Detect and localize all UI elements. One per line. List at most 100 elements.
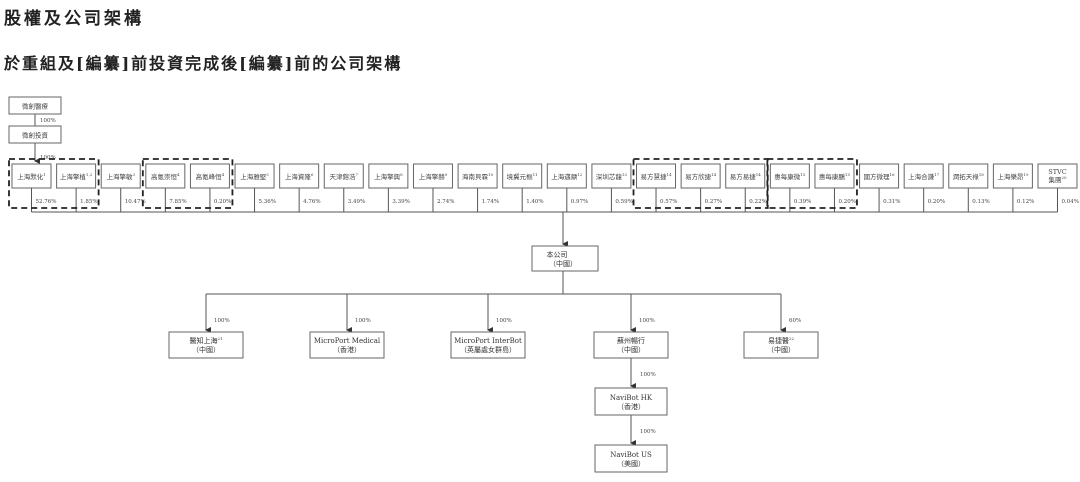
ownership-pct: 0.31%	[883, 199, 900, 205]
shareholder-name: 高氪峰恒4	[196, 172, 225, 181]
ownership-pct: 100%	[214, 318, 230, 324]
section-subtitle: 於重組及[編纂]前投資完成後[編纂]前的公司架構	[4, 54, 403, 73]
dashed-group-outline	[766, 158, 858, 209]
subsidiary-box	[168, 331, 244, 359]
shareholder-box	[279, 163, 320, 189]
subsidiary-name: MicroPort InterBot	[454, 337, 522, 345]
ownership-pct: 100%	[640, 372, 656, 378]
shareholder-name: 上海擎敏3	[106, 172, 135, 181]
ownership-pct: 4.76%	[303, 199, 320, 205]
parent-box-0	[8, 96, 62, 115]
shareholder-box	[368, 163, 409, 189]
company-box	[531, 245, 599, 272]
ownership-pct: 0.20%	[214, 199, 231, 205]
ownership-pct: 100%	[496, 318, 512, 324]
ownership-pct: 52.76%	[36, 199, 57, 205]
ownership-pct: 0.59%	[615, 199, 632, 205]
ownership-pct: 0.20%	[928, 199, 945, 205]
ownership-pct: 0.39%	[794, 199, 811, 205]
ownership-pct: 0.22%	[749, 199, 766, 205]
subsidiary-box	[594, 444, 668, 473]
ownership-pct: 0.20%	[838, 199, 855, 205]
subsidiary-name: 易捷醫22	[768, 336, 795, 345]
shareholder-box	[145, 163, 186, 189]
subsidiary-box	[594, 387, 668, 416]
subsidiary-name: NaviBot HK	[610, 394, 653, 402]
ownership-pct: 100%	[40, 118, 56, 124]
shareholder-name: 上海邁鼐12	[551, 172, 583, 181]
shareholder-name: 潤拓天祿18	[953, 172, 985, 181]
shareholder-box	[903, 163, 944, 189]
shareholder-box	[11, 163, 52, 189]
shareholder-name: 深圳芯龍13	[596, 172, 628, 181]
parent-box-1	[8, 125, 62, 144]
subsidiary-name: 蘇州暢行	[617, 336, 645, 345]
shareholder-name: 上海樂昂19	[997, 172, 1029, 181]
subsidiary-name: 醫知上海21	[189, 336, 222, 345]
subsidiary-region: （中國）	[617, 345, 645, 354]
shareholder-name: 海南貝霖10	[462, 172, 494, 181]
subsidiary-box	[309, 331, 385, 359]
shareholder-box	[502, 163, 543, 189]
ownership-pct: 0.13%	[972, 199, 989, 205]
subsidiary-box	[593, 331, 669, 359]
subsidiary-region: （英屬處女群島）	[460, 345, 516, 354]
shareholder-box	[948, 163, 989, 189]
shareholder-name: 境冀元樞11	[507, 172, 538, 181]
shareholder-box	[457, 163, 498, 189]
ownership-pct: 3.49%	[348, 199, 365, 205]
ownership-pct: 100%	[40, 155, 56, 161]
subsidiary-region: （美國）	[617, 459, 645, 468]
shareholder-name: 易方欣捷14	[685, 172, 717, 181]
shareholder-name: 集團20	[1048, 175, 1067, 184]
subsidiary-region: （中國）	[767, 345, 795, 354]
shareholder-box	[725, 163, 766, 189]
subsidiary-region: （香港）	[617, 402, 645, 411]
subsidiary-box	[743, 331, 819, 359]
dashed-group-outline	[141, 158, 234, 209]
subsidiary-name: NaviBot US	[610, 451, 652, 459]
shareholder-name: 天津鎔浩7	[329, 172, 358, 181]
subsidiary-region: （中國）	[192, 345, 220, 354]
ownership-pct: 100%	[640, 429, 656, 435]
ownership-pct: 5.36%	[259, 199, 276, 205]
shareholder-name: 上海默化1	[17, 172, 46, 181]
ownership-pct: 1.74%	[482, 199, 499, 205]
ownership-pct: 60%	[789, 318, 801, 324]
shareholder-box	[859, 163, 900, 189]
shareholder-box	[636, 163, 677, 189]
ownership-pct: 0.04%	[1062, 199, 1079, 205]
shareholder-name: 上海資隆6	[285, 172, 314, 181]
dashed-group-outline	[8, 158, 100, 209]
ownership-pct: 2.74%	[437, 199, 454, 205]
shareholder-name: 易方慧捷14	[640, 172, 672, 181]
shareholder-name: 上海合謙17	[908, 172, 940, 181]
shareholder-box	[591, 163, 632, 189]
shareholder-box	[680, 163, 721, 189]
shareholder-box	[323, 163, 364, 189]
shareholder-box	[1037, 163, 1078, 189]
ownership-pct: 0.12%	[1017, 199, 1034, 205]
parent-name: 微創醫療	[22, 102, 49, 111]
shareholder-name: 國方微理16	[864, 172, 896, 181]
company-name: 本公司	[547, 250, 568, 259]
shareholder-name: STVC	[1048, 168, 1066, 176]
shareholder-box	[769, 163, 810, 189]
ownership-pct: 0.57%	[660, 199, 677, 205]
shareholder-name: 惠每康微15	[774, 172, 806, 181]
shareholder-box	[189, 163, 230, 189]
shareholder-box	[546, 163, 587, 189]
company-region: （中國）	[549, 259, 577, 268]
ownership-pct: 0.97%	[571, 199, 588, 205]
ownership-pct: 100%	[639, 318, 655, 324]
ownership-pct: 1.85%	[80, 199, 97, 205]
shareholder-box	[814, 163, 855, 189]
ownership-pct: 100%	[355, 318, 371, 324]
shareholder-box	[100, 163, 141, 189]
dashed-group-outline	[632, 158, 769, 209]
shareholder-name: 上海擎興8	[374, 172, 403, 181]
shareholder-box	[992, 163, 1033, 189]
ownership-pct: 7.85%	[169, 199, 186, 205]
shareholder-name: 惠每康鵬15	[819, 172, 851, 181]
